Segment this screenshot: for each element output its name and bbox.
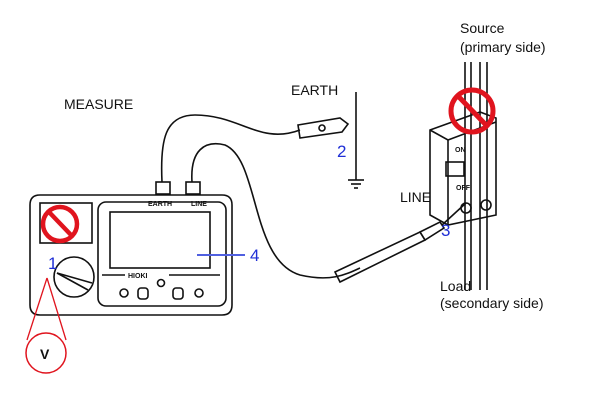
prohibit-icon	[40, 204, 80, 244]
earth-clip	[297, 92, 364, 189]
line-cable	[191, 143, 361, 279]
earth-label: EARTH	[291, 82, 338, 98]
breaker-off-label: OFF	[456, 185, 471, 192]
measure-label: MEASURE	[64, 96, 133, 112]
terminal-line-label: LINE	[191, 201, 207, 208]
voltage-range-callout	[25, 332, 67, 374]
line-label: LINE	[400, 189, 431, 205]
source-sub-label: (primary side)	[460, 39, 546, 55]
source-label: Source	[460, 20, 505, 36]
hioki-tester: HIOKI EARTH LINE	[29, 181, 233, 316]
breaker-on-label: ON	[455, 147, 466, 154]
callout-3: 3	[441, 221, 450, 240]
voltage-range-label: V	[40, 346, 50, 362]
terminal-earth-label: EARTH	[148, 201, 172, 208]
callout-1: 1	[48, 254, 57, 273]
load-label: Load	[440, 278, 471, 294]
callout-2: 2	[337, 142, 346, 161]
brand-label: HIOKI	[128, 273, 148, 280]
load-sub-label: (secondary side)	[440, 295, 544, 311]
callout-4: 4	[250, 246, 259, 265]
prohibit-icon	[448, 87, 496, 135]
earth-cable	[160, 114, 301, 183]
